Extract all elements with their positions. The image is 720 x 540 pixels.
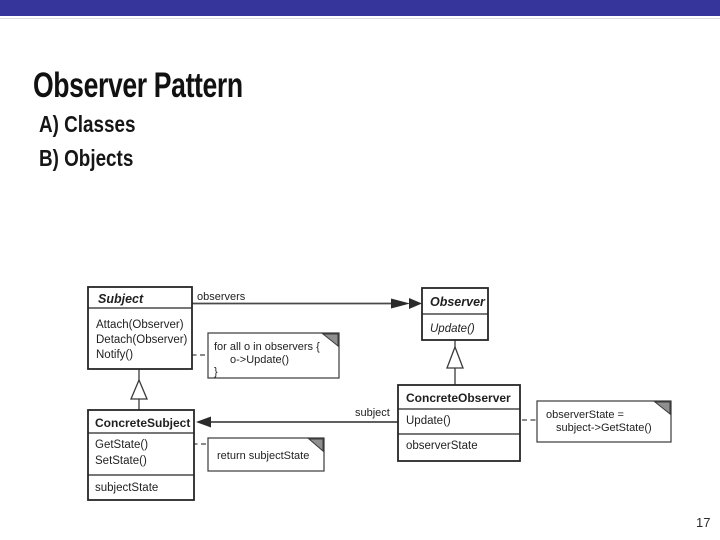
class-method: Update()	[430, 323, 475, 335]
class-box-concrete-subject: ConcreteSubject GetState() SetState() su…	[87, 409, 195, 501]
note-line: }	[214, 366, 218, 378]
class-box-subject: Subject Attach(Observer) Detach(Observer…	[87, 286, 193, 370]
note-fold-icon	[321, 333, 339, 348]
note-fold-icon	[653, 401, 671, 416]
hollow-triangle-icon	[130, 378, 148, 400]
arrowhead-icon	[409, 298, 422, 309]
hollow-triangle-icon	[446, 345, 464, 369]
note-update: observerState = subject->GetState()	[536, 400, 672, 443]
association-observers: observers	[192, 291, 422, 309]
note-get-state: return subjectState	[207, 437, 325, 472]
class-method: Notify()	[96, 349, 133, 361]
association-subject: subject	[196, 407, 398, 428]
class-box-observer: Observer Update()	[421, 287, 489, 341]
page-title: Observer Pattern	[33, 66, 243, 106]
note-line: for all o in observers {	[214, 341, 320, 353]
class-name: Subject	[98, 292, 144, 306]
class-method: Detach(Observer)	[96, 334, 188, 346]
note-line: subject->GetState()	[556, 422, 652, 434]
arrowhead-icon	[391, 298, 410, 309]
class-attribute: subjectState	[95, 482, 158, 494]
class-method: Attach(Observer)	[96, 319, 184, 331]
inheritance-subject-concretesubject	[130, 369, 148, 410]
bullet-a-classes: A) Classes	[39, 111, 136, 137]
class-method: GetState()	[95, 439, 148, 451]
note-line: observerState =	[546, 409, 624, 421]
header-divider	[0, 18, 720, 19]
class-box-concrete-observer: ConcreteObserver Update() observerState	[397, 384, 521, 462]
note-fold-icon	[307, 438, 324, 453]
association-label-subject: subject	[355, 407, 390, 419]
header-bar	[0, 0, 720, 16]
class-method: Update()	[406, 415, 451, 427]
class-method: SetState()	[95, 455, 147, 467]
note-line: o->Update()	[230, 354, 289, 366]
note-line: return subjectState	[217, 450, 309, 462]
association-label-observers: observers	[197, 291, 246, 303]
note-notify: for all o in observers { o->Update() }	[207, 332, 340, 379]
class-attribute: observerState	[406, 440, 478, 452]
class-name: ConcreteObserver	[406, 391, 511, 405]
bullet-b-objects: B) Objects	[39, 145, 134, 171]
arrowhead-icon	[196, 416, 211, 428]
class-name: Observer	[430, 295, 486, 309]
inheritance-observer-concreteobserver	[446, 340, 464, 385]
class-name: ConcreteSubject	[95, 416, 190, 430]
page-number: 17	[696, 515, 711, 530]
